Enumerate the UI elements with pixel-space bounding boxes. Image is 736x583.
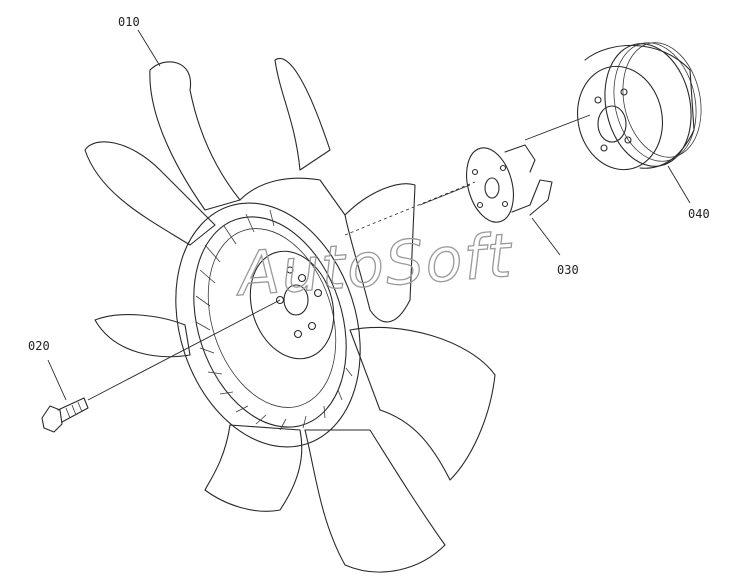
fan-hub xyxy=(249,250,335,360)
watermark: AutoSoft xyxy=(232,220,517,311)
callout-leaders xyxy=(47,29,691,401)
fan-blades xyxy=(84,57,496,573)
fan-shroud-ring xyxy=(175,202,361,448)
bolt xyxy=(41,397,89,433)
callout-040: 040 xyxy=(688,207,710,221)
watermark-text: AutoSoft xyxy=(232,221,515,310)
callout-030: 030 xyxy=(557,263,579,277)
pulley xyxy=(576,42,702,171)
assembly-alignment-lines xyxy=(87,114,591,401)
shroud-vanes xyxy=(195,209,353,431)
callout-020: 020 xyxy=(28,339,50,353)
spacer xyxy=(466,144,553,223)
callout-010: 010 xyxy=(118,15,140,29)
